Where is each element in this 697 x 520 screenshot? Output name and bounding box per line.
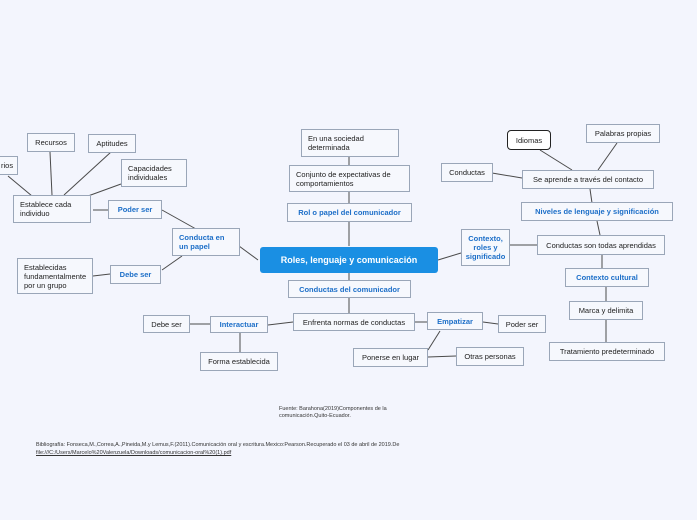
node-conducta-papel[interactable]: Conducta en un papel (172, 228, 240, 256)
node-capacidades[interactable]: Capacidades individuales (121, 159, 187, 187)
node-aptitudes[interactable]: Aptitudes (88, 134, 136, 153)
node-aprende-contacto[interactable]: Se aprende a través del contacto (522, 170, 654, 189)
bibliography-link[interactable]: file:///C:/Users/Marcelo%20Valenzuela/Do… (36, 450, 232, 456)
node-establecidas-grupo[interactable]: Establecidas fundamentalmente por un gru… (17, 258, 93, 294)
central-topic[interactable]: Roles, lenguaje y comunicación (260, 247, 438, 273)
node-ponerse-lugar[interactable]: Ponerse en lugar (353, 348, 428, 367)
node-sociedad[interactable]: En una sociedad determinada (301, 129, 399, 157)
node-conductas-comunicador[interactable]: Conductas del comunicador (288, 280, 411, 298)
node-establece-individuo[interactable]: Establece cada individuo (13, 195, 91, 223)
node-rios-partial[interactable]: rios (0, 156, 18, 175)
node-debe-ser-left[interactable]: Debe ser (110, 265, 161, 284)
node-interactuar[interactable]: Interactuar (210, 316, 268, 333)
node-expectativas[interactable]: Conjunto de expectativas de comportamien… (289, 165, 410, 192)
node-marca-delimita[interactable]: Marca y delimita (569, 301, 643, 320)
bibliography: Bibliografía: Fonseca,M.,Correa,A.,Pinei… (36, 442, 400, 448)
node-poder-ser-right[interactable]: Poder ser (498, 315, 546, 333)
node-forma-establecida[interactable]: Forma establecida (200, 352, 278, 371)
source-note: Fuente: Barahona(2019)Componentes de la … (279, 406, 387, 419)
node-poder-ser-left[interactable]: Poder ser (108, 200, 162, 219)
node-debe-ser-bottom[interactable]: Debe ser (143, 315, 190, 333)
node-niveles-lenguaje[interactable]: Niveles de lenguaje y significación (521, 202, 673, 221)
node-contexto-cultural[interactable]: Contexto cultural (565, 268, 649, 287)
node-contexto-roles[interactable]: Contexto, roles y significado (461, 229, 510, 266)
node-conductas[interactable]: Conductas (441, 163, 493, 182)
node-empatizar[interactable]: Empatizar (427, 312, 483, 330)
node-tratamiento[interactable]: Tratamiento predeterminado (549, 342, 665, 361)
node-recursos[interactable]: Recursos (27, 133, 75, 152)
node-rol-comunicador[interactable]: Rol o papel del comunicador (287, 203, 412, 222)
node-conductas-aprendidas[interactable]: Conductas son todas aprendidas (537, 235, 665, 255)
node-palabras-propias[interactable]: Palabras propias (586, 124, 660, 143)
node-enfrenta-normas[interactable]: Enfrenta normas de conductas (293, 313, 415, 331)
node-otras-personas[interactable]: Otras personas (456, 347, 524, 366)
node-idiomas[interactable]: Idiomas (507, 130, 551, 150)
